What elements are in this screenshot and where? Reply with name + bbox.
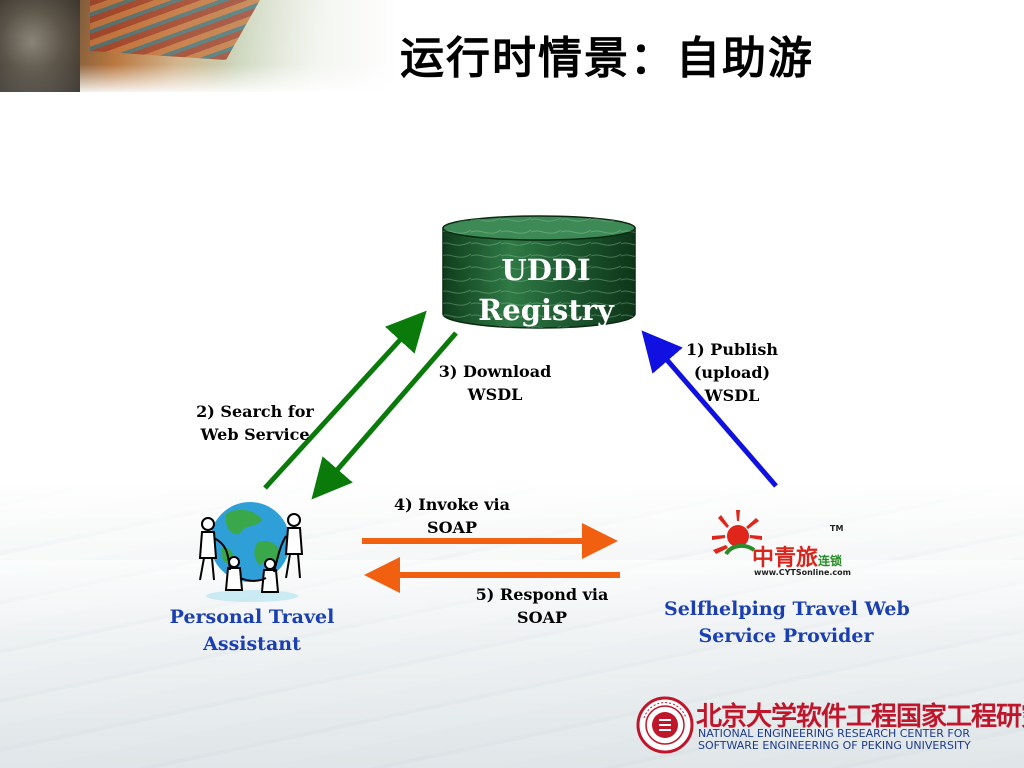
- uddi-label: UDDI Registry: [441, 250, 651, 330]
- cyts-logo-text: 中青旅连锁: [752, 540, 842, 572]
- provider-label-line1: Selfhelping Travel Web: [664, 598, 910, 620]
- respond-step-label: 5) Respond via SOAP: [474, 583, 610, 629]
- stone-lion-image: [0, 0, 80, 92]
- trademark-mark: TM: [830, 524, 844, 533]
- personal-travel-assistant-clipart: [186, 492, 311, 604]
- search-step-label: 2) Search for Web Service: [192, 400, 318, 446]
- publish-step-label: 1) Publish (upload) WSDL: [686, 338, 778, 407]
- institute-name-en-line1: NATIONAL ENGINEERING RESEARCH CENTER FOR: [698, 727, 971, 740]
- assistant-label-line1: Personal Travel: [169, 606, 335, 628]
- institute-name-en-line2: SOFTWARE ENGINEERING OF PEKING UNIVERSIT…: [698, 739, 971, 752]
- respond-step-line1: 5) Respond via: [475, 585, 609, 604]
- institute-footer: 北京大学软件工程国家工程研究中心 NATIONAL ENGINEERING RE…: [636, 694, 1024, 756]
- cyts-logo-url: www.CYTSonline.com: [754, 568, 851, 577]
- institute-name-cn: 北京大学软件工程国家工程研究中心: [696, 702, 1024, 732]
- publish-step-line2: (upload): [693, 363, 771, 382]
- uddi-registry-database: UDDI Registry: [441, 214, 637, 332]
- invoke-step-line1: 4) Invoke via: [394, 495, 510, 514]
- search-step-line2: Web Service: [200, 425, 310, 444]
- background-decoration-lower: [0, 560, 1024, 768]
- peking-university-seal-icon: [636, 696, 694, 754]
- publish-arrow: [641, 330, 778, 488]
- download-step-line2: WSDL: [467, 385, 523, 404]
- download-step-line1: 3) Download: [438, 362, 552, 381]
- cyts-logo: 中青旅连锁 TM www.CYTSonline.com: [712, 510, 852, 584]
- database-icon: [442, 215, 636, 329]
- assistant-label-line2: Assistant: [203, 633, 301, 655]
- cyts-logo-name: 中青旅: [752, 546, 819, 571]
- header-photo: [0, 0, 400, 92]
- cyts-logo-suffix: 连锁: [818, 554, 843, 568]
- publish-step-line3: WSDL: [704, 386, 760, 405]
- download-arrow: [311, 331, 458, 500]
- invoke-step-line2: SOAP: [427, 518, 477, 537]
- uddi-label-line1: UDDI: [501, 253, 591, 287]
- search-arrow: [263, 310, 427, 490]
- service-provider-label: Selfhelping Travel Web Service Provider: [664, 596, 910, 650]
- globe-people-icon: [198, 502, 304, 602]
- respond-step-line2: SOAP: [517, 608, 567, 627]
- download-step-label: 3) Download WSDL: [434, 360, 556, 406]
- page-title: 运行时情景：自助游: [400, 33, 814, 84]
- search-step-line1: 2) Search for: [196, 402, 314, 421]
- personal-travel-assistant-label: Personal Travel Assistant: [168, 604, 336, 658]
- invoke-step-label: 4) Invoke via SOAP: [390, 493, 514, 539]
- sun-logo-icon: [712, 510, 762, 556]
- provider-label-line2: Service Provider: [698, 625, 874, 647]
- uddi-label-line2: Registry: [478, 293, 614, 327]
- publish-step-line1: 1) Publish: [686, 340, 778, 359]
